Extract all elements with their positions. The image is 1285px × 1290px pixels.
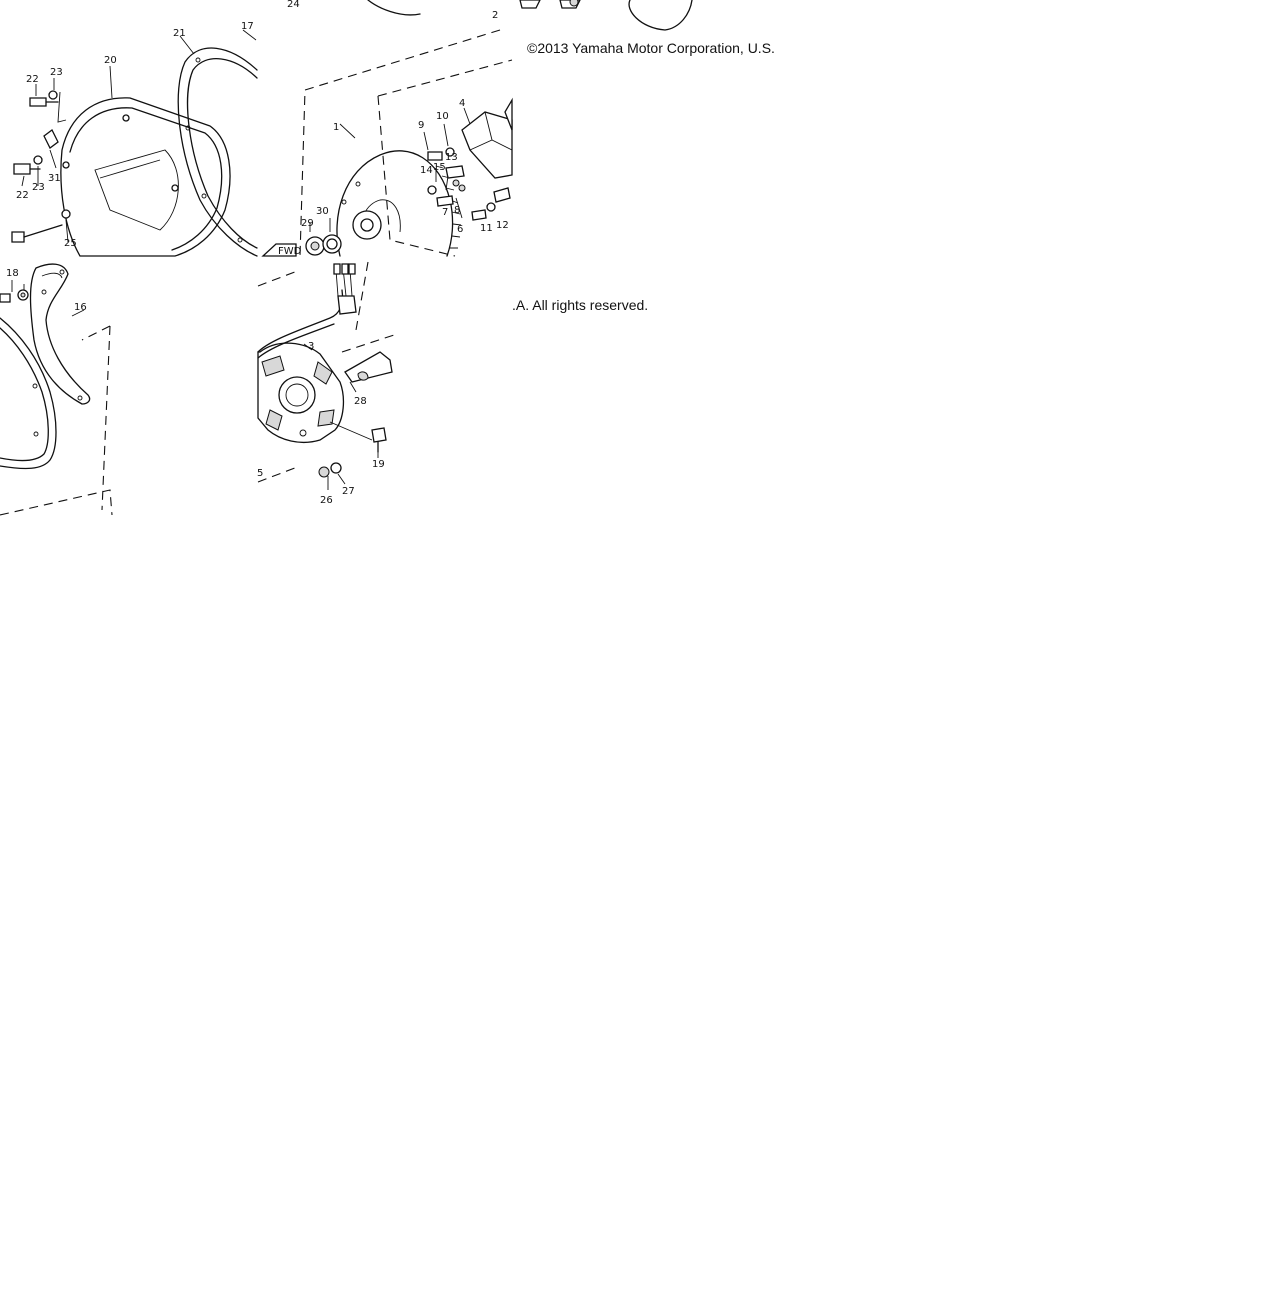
flywheel-cover [60, 97, 231, 257]
label-23a: 23 [50, 67, 63, 78]
svg-text:FWD: FWD [278, 246, 302, 257]
label-15: 15 [433, 162, 446, 173]
flywheel-nut-washer [305, 234, 342, 256]
label-3: 3 [308, 341, 314, 352]
label-8: 8 [454, 205, 460, 216]
stator-plate [257, 342, 345, 444]
label-13: 13 [445, 152, 458, 163]
stator-bolt [318, 427, 387, 478]
label-11: 11 [480, 223, 493, 234]
label-27: 27 [342, 486, 355, 497]
label-22a: 22 [26, 74, 39, 85]
cover-gasket [177, 47, 258, 257]
label-22b: 22 [16, 190, 29, 201]
stator-wiring [257, 263, 357, 359]
label-24: 24 [287, 0, 300, 10]
top-partial-parts [367, 0, 693, 31]
flywheel [336, 150, 462, 257]
label-2: 2 [492, 10, 498, 21]
label-23b: 23 [32, 182, 45, 193]
label-9: 9 [418, 120, 424, 131]
label-16: 16 [74, 302, 87, 313]
label-29: 29 [301, 218, 314, 229]
label-19: 19 [372, 459, 385, 470]
stator-gasket [29, 263, 91, 405]
label-10: 10 [436, 111, 449, 122]
label-31: 31 [48, 173, 61, 184]
label-14: 14 [420, 165, 433, 176]
copyright-line-1: ©2013 Yamaha Motor Corporation, U.S. [527, 40, 775, 56]
label-18: 18 [6, 268, 19, 279]
label-1: 1 [333, 122, 339, 133]
label-4: 4 [459, 98, 465, 109]
lower-cover-plate [0, 317, 57, 470]
label-30: 30 [316, 206, 329, 217]
gasket-bolt [0, 289, 29, 303]
label-17: 17 [241, 21, 254, 32]
label-20: 20 [104, 55, 117, 66]
cover-bolts [11, 90, 71, 243]
ignition-coil [461, 97, 513, 179]
label-7: 7 [442, 207, 448, 218]
label-5: 5 [257, 468, 263, 479]
label-12: 12 [496, 220, 509, 231]
label-28: 28 [354, 396, 367, 407]
copyright-line-2: .A. All rights reserved. [512, 297, 649, 313]
label-21: 21 [173, 28, 186, 39]
label-25: 25 [64, 238, 77, 249]
part-labels: 24 17 21 20 23 22 31 23 22 25 2 1 4 9 10… [6, 0, 509, 506]
ignition-bolts [427, 147, 511, 221]
label-26: 26 [320, 495, 333, 506]
label-6: 6 [457, 224, 463, 235]
fwd-arrow: FWD [261, 243, 302, 257]
spark-plug-cap [344, 351, 393, 383]
